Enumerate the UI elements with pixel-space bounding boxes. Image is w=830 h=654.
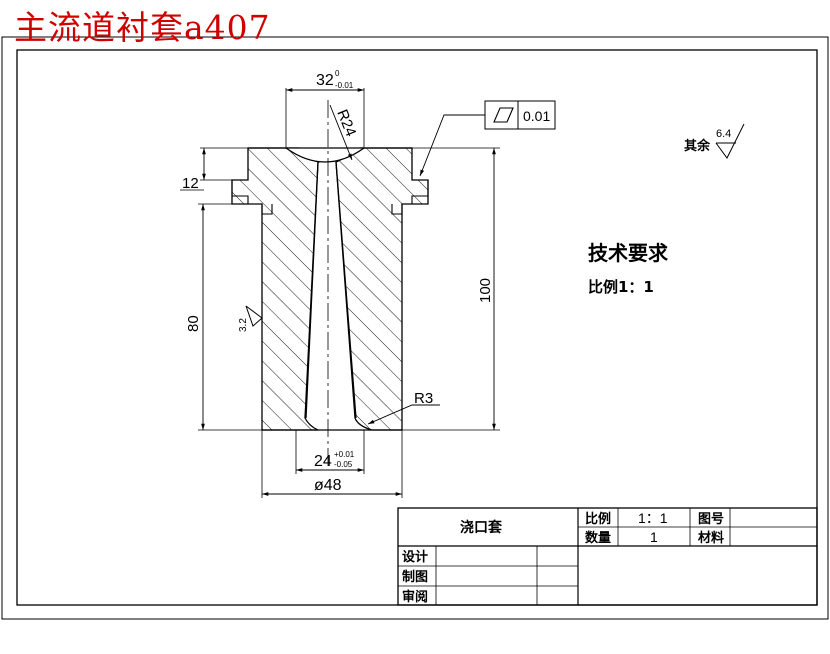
- dim-body-height: 80: [185, 315, 202, 332]
- roughness-side-value: 3.2: [238, 318, 249, 332]
- flatness-icon: [493, 107, 514, 123]
- dim-r3-leader: [367, 404, 440, 425]
- dim-r24-leader: [329, 104, 353, 161]
- scale-note: 比例1：1: [588, 278, 654, 296]
- drawing-no-label: 图号: [698, 512, 724, 527]
- quantity-value: 1: [650, 529, 658, 545]
- part-name: 浇口套: [460, 519, 502, 536]
- flange-left-step: [231, 180, 273, 215]
- dim-total-height: 100: [477, 278, 494, 303]
- drafting-label: 制图: [402, 569, 428, 585]
- tolerance-value: 0.01: [523, 108, 550, 124]
- drawing-frame: [16, 49, 818, 606]
- bore-left-edge: [305, 161, 319, 419]
- material-label: 材料: [698, 530, 724, 546]
- dim-outer-diameter: ø48: [314, 477, 342, 494]
- roughness-side-icon: [245, 305, 263, 327]
- quantity-label: 数量: [585, 530, 611, 546]
- dim-r3: R3: [414, 390, 433, 407]
- review-label: 审阅: [402, 589, 428, 605]
- dim-r24: R24: [333, 107, 359, 139]
- scale-value: 1：1: [638, 510, 668, 526]
- dim-top-width-lower: -0.01: [335, 81, 354, 90]
- roughness-other-label: 其余: [684, 138, 711, 154]
- tolerance-leader: [419, 114, 485, 177]
- dim-bore-upper: +0.01: [334, 450, 355, 459]
- title-block: [397, 507, 818, 606]
- watermark-title: 主流道衬套a407: [14, 8, 271, 47]
- dim-flange-height: 12: [182, 175, 199, 192]
- section-left-half: [231, 147, 321, 431]
- sheet-border: [1, 36, 829, 620]
- dim-bore: 24: [314, 453, 332, 470]
- bore-right-edge: [335, 161, 357, 419]
- top-spherical-recess: [285, 147, 365, 163]
- tech-requirements-heading: 技术要求: [588, 241, 669, 265]
- design-label: 设计: [402, 549, 428, 565]
- scale-label: 比例: [585, 511, 611, 527]
- dim-top-width: 32: [316, 72, 334, 89]
- roughness-other-value: 6.4: [716, 128, 731, 140]
- section-right-half: [335, 147, 429, 431]
- dim-top-width-upper: 0: [335, 69, 340, 78]
- roughness-other-icon: [715, 123, 745, 159]
- flange-right-step: [391, 180, 429, 215]
- dim-bore-lower: -0.05: [334, 460, 353, 469]
